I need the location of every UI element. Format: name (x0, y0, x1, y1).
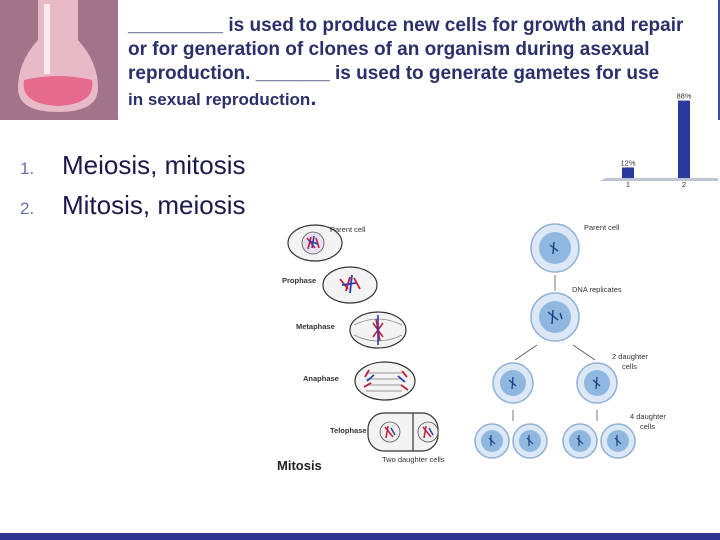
stage-telophase: Telophase Two daughter cells (330, 412, 445, 464)
bar-percent-2: 88% (676, 92, 691, 101)
answer-text: Meiosis, mitosis (62, 150, 246, 180)
stage-anaphase: Anaphase (303, 361, 416, 401)
stage-metaphase: Metaphase (296, 311, 407, 349)
label-tree-parent: Parent cell (584, 223, 620, 232)
question-line-3: reproduction. _______ is used to generat… (128, 63, 660, 84)
tree-daughter-cells (492, 362, 618, 404)
results-bar-2 (678, 100, 690, 178)
stage-prophase: Prophase (282, 266, 378, 304)
results-chart: 12% 88% 1 2 (600, 92, 718, 188)
diagram-title: Mitosis (277, 458, 322, 473)
answer-list: 1. Meiosis, mitosis 2. Mitosis, meiosis (20, 150, 245, 230)
answer-option[interactable]: 2. Mitosis, meiosis (20, 190, 245, 230)
tree-four-cells (474, 423, 636, 459)
label-anaphase: Anaphase (303, 374, 339, 383)
footer-bar (0, 533, 720, 540)
tree-replicated-cell: DNA replicates (530, 285, 622, 342)
label-dna-replicates: DNA replicates (572, 285, 622, 294)
question-period: . (310, 85, 317, 110)
question-line-2: or for generation of clones of an organi… (128, 39, 650, 60)
question-line-1: _________ is used to produce new cells f… (128, 15, 684, 36)
question-text: _________ is used to produce new cells f… (128, 14, 710, 112)
title-banner: _________ is used to produce new cells f… (0, 0, 720, 124)
label-two-daughters-a: 2 daughter (612, 352, 648, 361)
label-two-daughter-cells: Two daughter cells (382, 455, 445, 464)
answer-text: Mitosis, meiosis (62, 190, 246, 220)
label-two-daughters-b: cells (622, 362, 637, 371)
arrow-left (514, 344, 538, 361)
label-four-daughters-a: 4 daughter (630, 412, 666, 421)
question-line-4: in sexual reproduction (128, 90, 311, 109)
mitosis-diagram: Parent cell Prophase Metaphase Anaphase … (277, 223, 666, 473)
label-metaphase: Metaphase (296, 322, 335, 331)
bar-percent-1: 12% (620, 158, 635, 167)
flask-image (0, 0, 118, 120)
answer-option[interactable]: 1. Meiosis, mitosis (20, 150, 245, 190)
bar-tick-1: 1 (626, 180, 630, 188)
results-bar-1 (622, 167, 634, 178)
chart-floor (600, 178, 718, 181)
label-prophase: Prophase (282, 276, 316, 285)
answer-number: 2. (20, 199, 35, 218)
bar-tick-2: 2 (682, 180, 686, 188)
label-four-daughters-b: cells (640, 422, 655, 431)
label-parent-cell: Parent cell (330, 225, 366, 234)
answer-number: 1. (20, 159, 35, 178)
question-box: _________ is used to produce new cells f… (118, 0, 718, 124)
stage-parent-cell: Parent cell (287, 224, 366, 262)
arrow-right (572, 344, 596, 361)
tree-parent-cell: Parent cell (530, 223, 620, 273)
label-telophase: Telophase (330, 426, 367, 435)
